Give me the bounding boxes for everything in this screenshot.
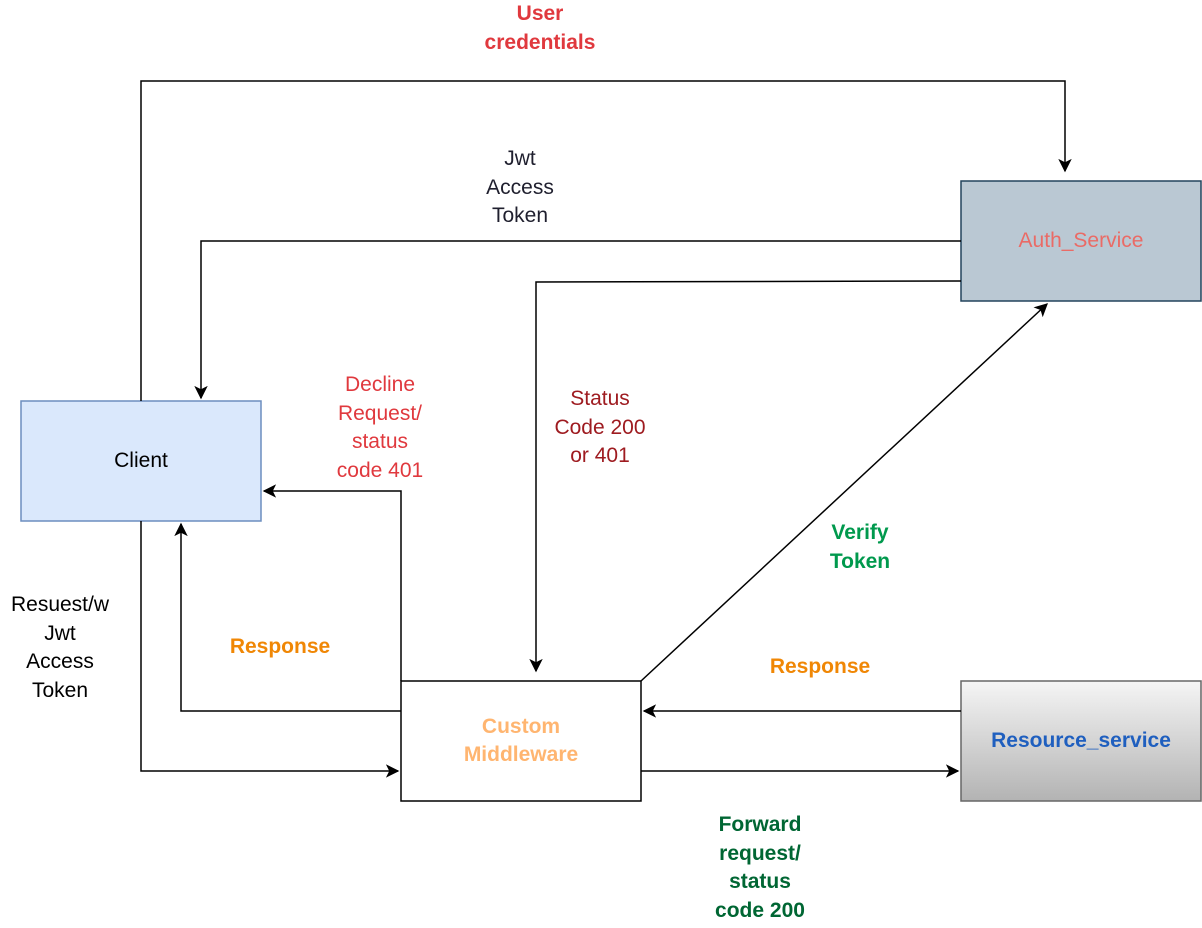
auth-service-label: Auth_Service — [1018, 229, 1144, 252]
verify-token-label: Verify Token — [829, 521, 891, 573]
status-code-label: Status Code 200 or 401 — [554, 387, 646, 467]
resource-service-box-shape — [960, 680, 1202, 802]
forward-request-label: Forward request/ status code 200 — [715, 813, 805, 922]
client-box-shape — [20, 400, 262, 522]
request-with-jwt-label: Resuest/w Jwt Access Token — [10, 593, 110, 702]
middleware-box-shape — [400, 680, 642, 802]
response-client-label: Response — [229, 635, 331, 658]
client-node: Client — [21, 401, 261, 521]
client-label: Client — [114, 449, 168, 472]
edge-decline — [262, 484, 402, 681]
edge-verify-token — [640, 303, 1048, 682]
edge-status-code — [529, 280, 962, 673]
response-resource-label: Response — [769, 655, 871, 678]
jwt-access-token-label: Jwt Access Token — [486, 147, 554, 227]
resource-service-label: Resource_service — [991, 729, 1171, 752]
edge-user-credentials — [140, 80, 1072, 401]
custom-middleware-label: Custom Middleware — [463, 715, 579, 766]
edge-jwt-token — [194, 240, 961, 400]
custom-middleware-node: Custom Middleware — [401, 681, 641, 801]
edge-response-client — [174, 522, 401, 712]
decline-request-label: Decline Request/ status code 401 — [336, 373, 424, 482]
auth-service-box-shape — [960, 180, 1202, 302]
edge-request-jwt — [140, 521, 400, 778]
user-credentials-label: User credentials — [484, 2, 596, 54]
resource-service-node: Resource_service — [961, 681, 1201, 801]
auth-service-node: Auth_Service — [961, 181, 1201, 301]
